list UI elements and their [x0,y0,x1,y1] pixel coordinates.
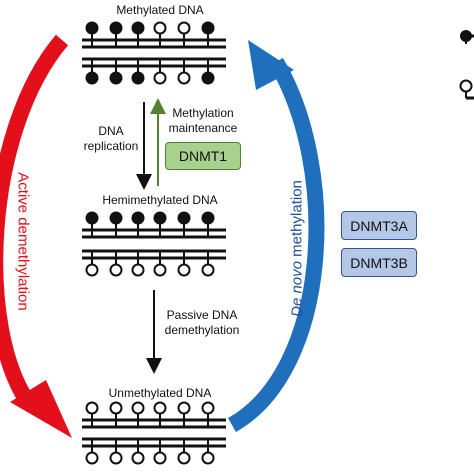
methylated-dna-label: Methylated DNA [116,3,204,17]
de-novo-methylation-label: De novo methylation [289,174,306,324]
methyl-group-icon [131,211,145,225]
unmethylated-site-icon [85,263,99,277]
maintenance-line-1: Methylation [172,106,234,120]
unmethylated-site-icon [201,451,215,465]
methyl-group-icon [177,211,191,225]
unmethylated-site-icon [177,401,191,415]
unmethylated-site-icon [153,263,167,277]
unmethylated-site-icon [153,451,167,465]
dnmt3a-box: DNMT3A [341,211,417,240]
unmethylated-site-icon [153,71,167,85]
unmethylated-site-icon [201,263,215,277]
methyl-group-icon [109,21,123,35]
methyl-group-icon [131,21,145,35]
methylated-cpg-icon [460,30,474,44]
methyl-group-icon [109,71,123,85]
unmethylated-site-icon [153,401,167,415]
unmethylated-site-icon [177,21,191,35]
unmethylated-site-icon [85,401,99,415]
methylation-maintenance-label: Methylation maintenance [163,106,243,136]
unmethylated-site-icon [85,451,99,465]
unmethylated-dna-strands [82,401,226,465]
passive-line-1: Passive DNA [166,308,238,322]
unmethylated-site-icon [201,401,215,415]
unmethylated-site-icon [109,263,123,277]
unmethylated-site-icon [131,263,145,277]
methyl-group-icon [201,71,215,85]
unmethylated-site-icon [177,263,191,277]
dnmt3b-box: DNMT3B [341,248,417,277]
hemimethylated-dna-strands [82,211,226,277]
methyl-group-icon [109,211,123,225]
unmethylated-dna-label: Unmethylated DNA [108,386,212,400]
unmethylated-site-icon [131,401,145,415]
methyl-group-icon [153,211,167,225]
unmethylated-site-icon [177,451,191,465]
unmethylated-site-icon [109,451,123,465]
hemimethylated-dna-label: Hemimethylated DNA [102,193,218,207]
unmethylated-site-icon [177,71,191,85]
methyl-group-icon [85,71,99,85]
de-novo-rest: methylation [288,180,306,261]
unmethylated-cpg-icon [459,79,474,100]
methyl-group-icon [201,211,215,225]
dna-replication-label: DNA replication [80,124,142,154]
active-demethylation-arrow [0,34,72,438]
methyl-group-icon [201,21,215,35]
methylated-dna-strands [82,21,226,85]
dnmt1-box: DNMT1 [165,142,241,170]
unmethylated-site-icon [131,451,145,465]
methyl-group-icon [131,71,145,85]
passive-line-2: demethylation [164,323,240,337]
de-novo-italic: De novo [288,261,306,317]
active-demethylation-label: Active demethylation [14,172,32,311]
dna-replication-line-1: DNA [98,124,124,138]
unmethylated-site-icon [109,401,123,415]
methyl-group-icon [85,21,99,35]
passive-demethylation-label: Passive DNA demethylation [162,308,242,338]
unmethylated-site-icon [153,21,167,35]
dna-replication-line-2: replication [83,139,139,153]
methyl-group-icon [85,211,99,225]
de-novo-methylation-arrow [227,40,325,432]
maintenance-line-2: maintenance [168,121,238,135]
